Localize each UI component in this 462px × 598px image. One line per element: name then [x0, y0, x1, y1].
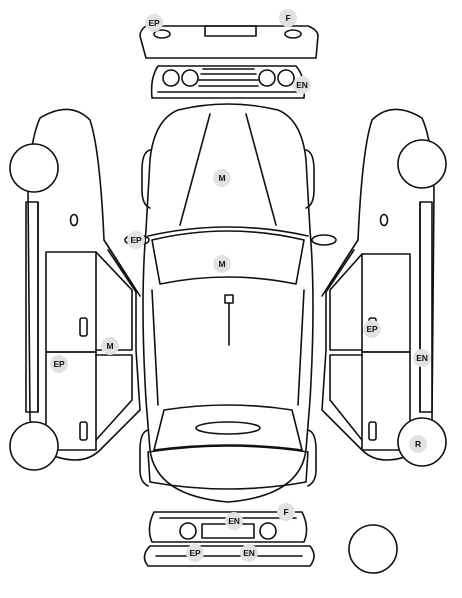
damage-marker-windshield[interactable]: M	[213, 255, 231, 273]
damage-marker-hood[interactable]: M	[213, 169, 231, 187]
damage-marker-rear-panel-center[interactable]: EN	[225, 512, 243, 530]
right-side-view	[321, 108, 447, 467]
front-bumper-view	[139, 25, 319, 59]
damage-marker-rear-panel-right[interactable]: F	[277, 503, 295, 521]
damage-marker-front-bumper-right[interactable]: F	[279, 9, 297, 27]
left-side-view	[9, 108, 141, 471]
rear-bumper-view	[143, 545, 315, 567]
damage-marker-rear-bumper-right[interactable]: EN	[240, 544, 258, 562]
damage-marker-left-side-mid[interactable]: M	[101, 337, 119, 355]
front-grille-view	[150, 65, 306, 99]
car-top-view	[124, 103, 337, 503]
damage-marker-right-front-wheel[interactable]: R	[409, 435, 427, 453]
damage-marker-right-side-rear[interactable]: EN	[413, 349, 431, 367]
damage-marker-left-mirror[interactable]: EP	[127, 231, 145, 249]
damage-marker-front-bumper-left[interactable]: EP	[145, 14, 163, 32]
damage-marker-left-side-rear[interactable]: EP	[50, 355, 68, 373]
damage-marker-rear-bumper-left[interactable]: EP	[186, 544, 204, 562]
spare-wheel	[348, 524, 398, 574]
damage-marker-right-front-door[interactable]: EP	[363, 320, 381, 338]
damage-marker-grille-right[interactable]: EN	[293, 76, 311, 94]
